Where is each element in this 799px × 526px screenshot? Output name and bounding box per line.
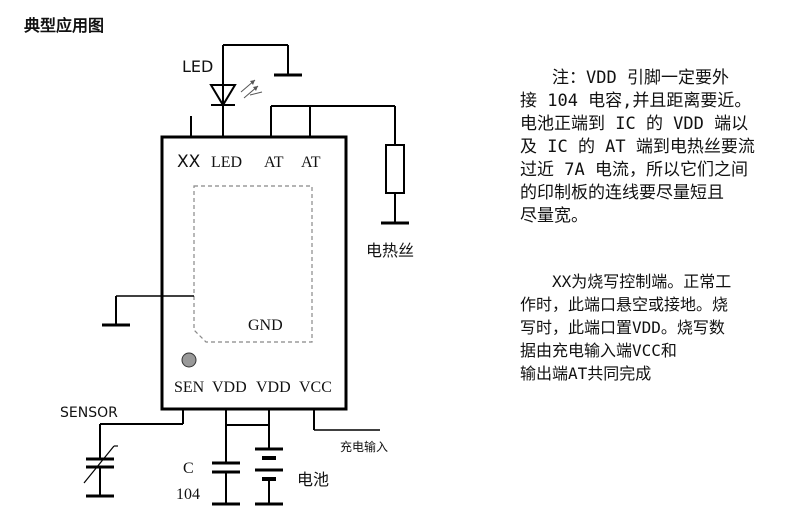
ground-symbol-left: [102, 295, 194, 327]
note2-line: 写时，此端口置VDD。烧写数: [520, 318, 725, 337]
vcc-wiring: [313, 409, 380, 431]
pin-label-led: LED: [211, 154, 242, 171]
chip-body: [160, 135, 348, 411]
note2-line: XX为烧写控制端。正常工: [552, 272, 732, 291]
note1-line: 接 104 电容,并且距离要近。: [520, 91, 752, 111]
note2-line: 作时，此端口悬空或接地。烧: [520, 295, 729, 314]
pin-label-vdd-2: VDD: [256, 379, 291, 396]
heater-resistor-icon: [270, 105, 409, 225]
capacitor-value: 104: [176, 486, 200, 503]
led-icon: [209, 44, 302, 137]
note1-line: 过近 7A 电流，所以它们之间: [520, 160, 748, 180]
diagram-title: 典型应用图: [24, 16, 105, 35]
note-xx-programming: XX为烧写控制端。正常工 作时，此端口悬空或接地。烧 写时，此端口置VDD。烧写…: [520, 270, 731, 385]
gnd-pad-outline: [193, 185, 313, 343]
note1-line: 尽量宽。: [520, 206, 588, 226]
pin-label-vcc: VCC: [299, 379, 332, 396]
charge-input-label: 充电输入: [340, 439, 388, 454]
pin-label-sen: SEN: [174, 379, 205, 396]
capacitor-letter: C: [183, 460, 194, 477]
note1-line: 及 IC 的 AT 端到电热丝要流: [520, 137, 755, 157]
pin-label-at-2: AT: [301, 154, 321, 171]
sensor-label: SENSOR: [60, 405, 118, 421]
note1-line: 的印制板的连线要尽量短且: [520, 183, 724, 203]
pin-label-at-1: AT: [264, 154, 284, 171]
battery-label: 电池: [297, 470, 329, 489]
battery-icon: [255, 447, 283, 506]
vdd-wiring: [225, 409, 270, 463]
note2-line: 输出端AT共同完成: [520, 364, 652, 383]
pin-label-vdd-1: VDD: [212, 379, 247, 396]
pin-label-xx: XX: [177, 152, 201, 172]
note-vdd-capacitor: 注：VDD 引脚一定要外 接 104 电容,并且距离要近。 电池正端到 IC 的…: [520, 67, 755, 228]
sensor-capacitor-icon: [83, 409, 184, 498]
note1-line: 注：VDD 引脚一定要外: [552, 68, 729, 88]
led-label: LED: [182, 57, 213, 76]
pin1-marker: [181, 352, 197, 368]
heater-label: 电热丝: [366, 242, 414, 260]
capacitor-icon: [212, 461, 240, 506]
note2-line: 据由充电输入端VCC和: [520, 341, 677, 360]
gnd-label: GND: [248, 317, 283, 334]
note1-line: 电池正端到 IC 的 VDD 端以: [520, 114, 749, 134]
